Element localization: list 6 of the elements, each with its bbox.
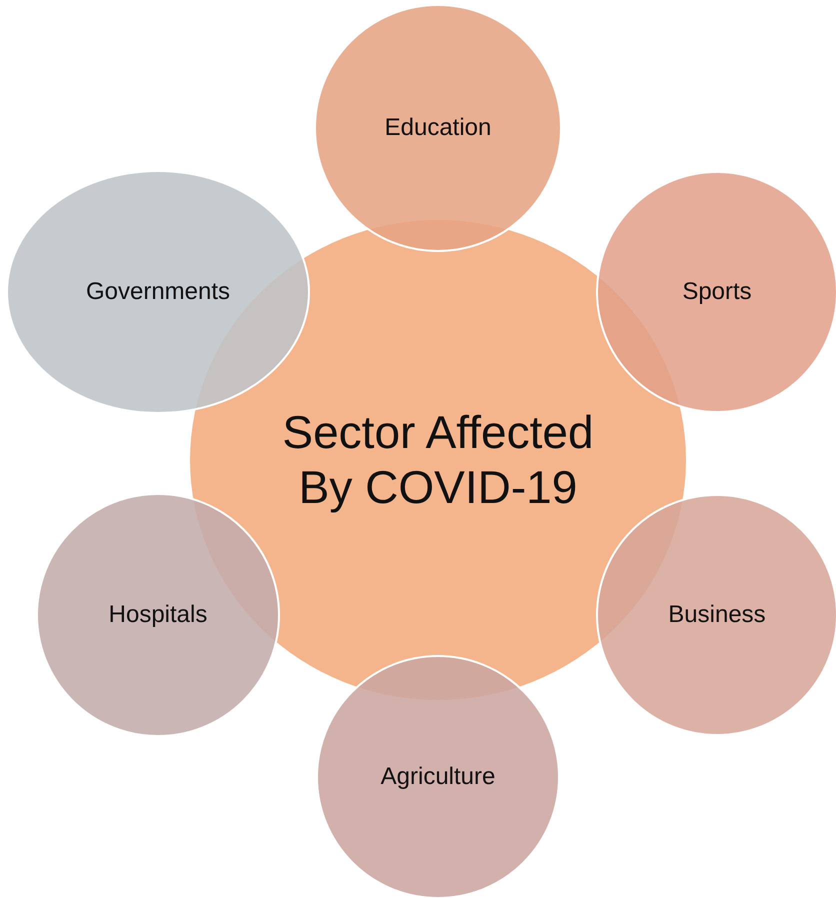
topic-circle: Governments (6, 170, 310, 414)
topic-circle: Hospitals (36, 493, 280, 737)
topic-circle: Sports (596, 171, 836, 413)
topic-circle: Agriculture (316, 655, 560, 898)
topic-circle: Business (596, 494, 836, 736)
topic-circle: Education (314, 4, 562, 252)
